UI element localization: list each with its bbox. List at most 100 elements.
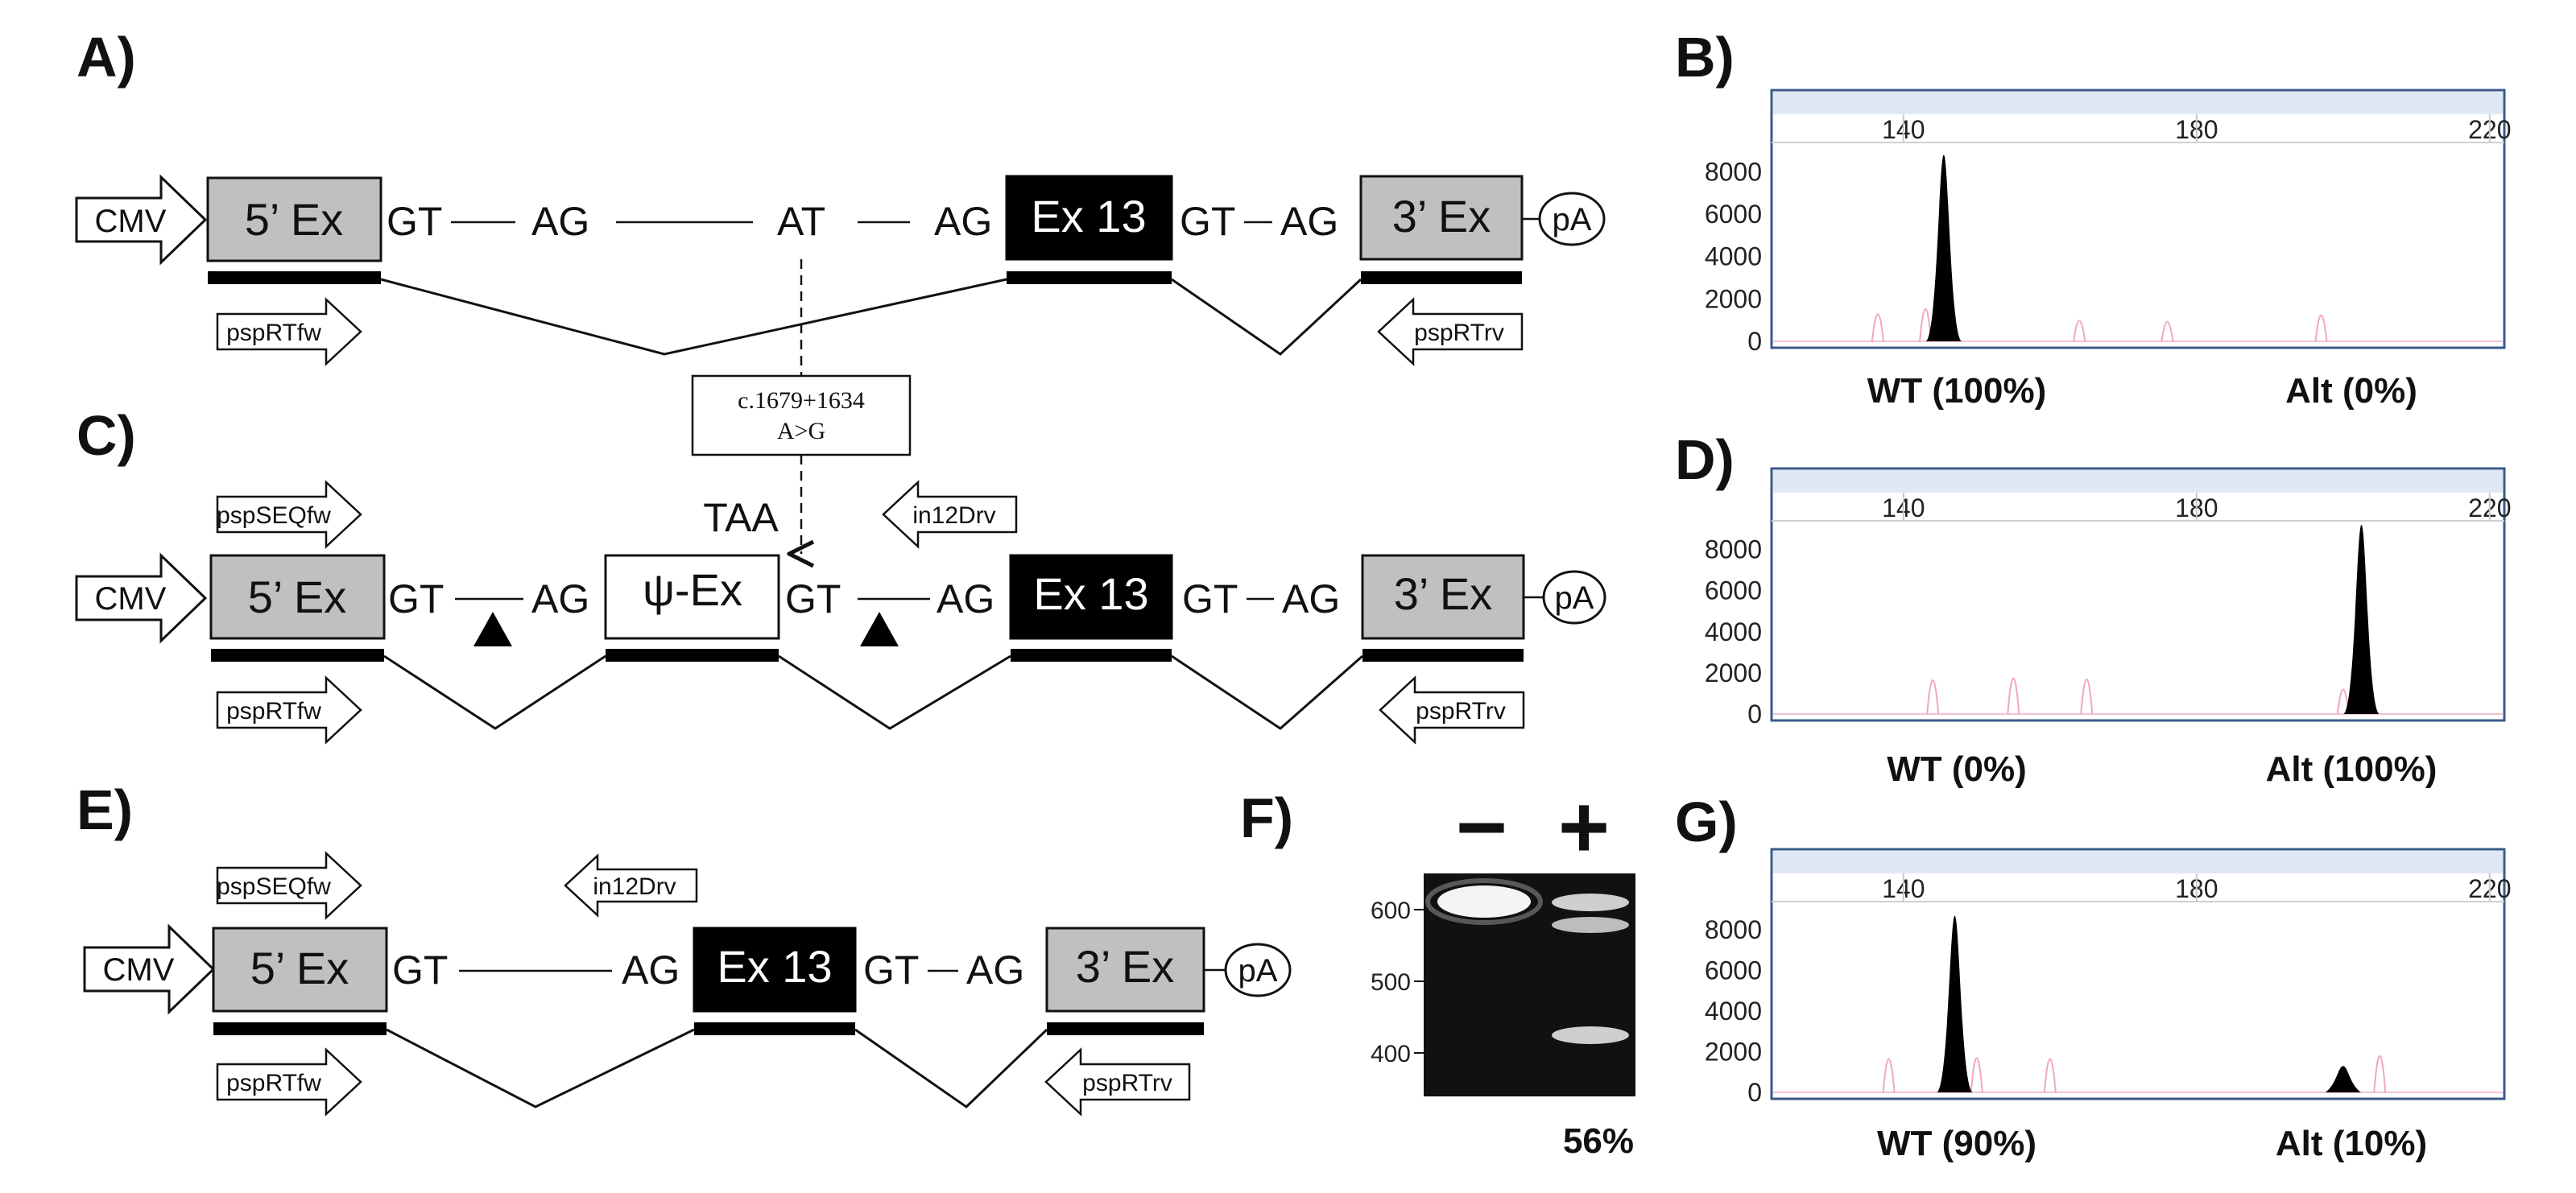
splice-gt: GT [387,199,442,244]
polya-label: pA [1555,580,1594,616]
major-peak [1925,155,1962,341]
exon-5prime [206,176,382,262]
exon-bar [606,649,779,662]
splice-gt: GT [388,576,444,621]
deletion-triangle [473,612,512,646]
exon-bar [1011,649,1172,662]
alt-caption: Alt (10%) [2276,1124,2427,1163]
primer-in12-label: in12Drv [593,873,676,900]
exon-13-label: Ex 13 [717,941,832,992]
primer-reverse-arrow [1044,1047,1191,1117]
construct-e: pspSEQfw in12Drv CMV 5’ Ex GT AG Ex 13 G… [83,851,1292,1117]
splice-junction-line [778,654,1011,730]
y-tick-label: 2000 [1705,1038,1762,1067]
cmv-promoter-arrow [83,923,216,1015]
cmv-promoter-arrow [75,552,208,644]
exon-3prime-label: 3’ Ex [1392,191,1491,241]
y-tick-label: 0 [1747,700,1762,729]
exon-bar [1362,649,1524,662]
splice-gt: GT [863,947,919,993]
minor-peak [2043,1058,2057,1093]
y-tick-label: 8000 [1705,915,1762,944]
chart-header-band [1773,470,2503,493]
mutation-name: c.1679+1634 [738,387,865,414]
gel-band-600 [1437,885,1531,918]
gel-minus-label: − [1456,778,1507,877]
exon-13 [1009,554,1173,640]
y-tick-label: 4000 [1705,997,1762,1026]
y-tick-label: 8000 [1705,157,1762,186]
splice-junction-line [1171,654,1363,730]
chart-frame [1770,848,2506,1100]
exon-bar [1361,271,1522,284]
cmv-promoter-arrow [75,174,208,266]
intronic-at: AT [777,199,825,244]
y-tick-label: 6000 [1705,576,1762,605]
exon-bar [208,271,381,284]
splice-gt: GT [392,947,448,993]
minor-peak [1919,308,1933,342]
gel-panel: − + 600 500 400 56% [1371,778,1635,1161]
polya-label: pA [1238,953,1278,989]
primer-forward-arrow [216,675,362,745]
minor-peak [1882,1058,1896,1093]
ladder-500: 500 [1371,969,1411,996]
alt-caption: Alt (0%) [2285,371,2417,411]
exon-bar [1047,1022,1204,1035]
cmv-label: CMV [95,581,167,617]
exon-5prime [212,927,388,1013]
alt-caption: Alt (100%) [2266,749,2437,789]
panel-label-a: A) [76,26,136,89]
construct-c: pspSEQfw TAA in12Drv CMV 5’ Ex GT AG ψ-E… [75,480,1606,745]
panel-label-b: B) [1675,26,1735,89]
exon-13-label: Ex 13 [1033,568,1148,619]
primer-seqfw-label: pspSEQfw [217,873,331,900]
primer-rtfw-label: pspRTfw [226,1070,321,1096]
primer-rtfw-label: pspRTfw [226,320,321,346]
primer-forward-arrow [216,1047,362,1117]
gel-band-full [1552,894,1629,911]
splice-gt: GT [1180,199,1235,244]
y-tick-label: 0 [1747,1078,1762,1107]
splice-ag: AG [937,576,994,621]
primer-reverse-arrow [1377,297,1524,366]
primer-reverse-arrow [564,853,698,918]
construct-a: CMV 5’ Ex GT AG AT AG Ex 13 GT AG 3’ Ex … [75,174,1606,366]
exon-bar [213,1022,387,1035]
minor-peak [1926,679,1940,715]
wt-caption: WT (0%) [1887,749,2027,789]
major-peak [1937,915,1973,1092]
minor-peak [2073,320,2086,342]
chart-frame [1770,467,2506,722]
primer-reverse-arrow [1379,675,1525,745]
exon-3prime [1361,554,1525,640]
splice-ag: AG [622,947,680,993]
major-peak [2343,524,2380,714]
minor-peak [1970,1057,1983,1093]
wt-caption: WT (90%) [1877,1124,2036,1163]
primer-reverse-arrow [882,480,1018,549]
gel-band-upper [1552,917,1629,933]
primer-forward-arrow [216,851,362,920]
y-tick-label: 2000 [1705,284,1762,313]
gel-percent: 56% [1563,1121,1634,1161]
polya-label: pA [1553,202,1592,237]
ladder-600: 600 [1371,898,1411,924]
mutation-change: A>G [777,418,825,444]
exon-3prime [1359,175,1524,261]
cmv-label: CMV [103,952,175,988]
exon-3prime-label: 3’ Ex [1076,941,1174,992]
splice-gt: GT [785,576,841,621]
splice-gt: GT [1182,576,1238,621]
minor-peak [2160,320,2174,342]
primer-forward-arrow [216,480,362,549]
primer-in12-label: in12Drv [912,502,995,529]
mutation-box [691,374,912,456]
panel-label-e: E) [76,778,133,841]
y-tick-label: 6000 [1705,956,1762,985]
wt-caption: WT (100%) [1867,371,2046,411]
ladder-400: 400 [1371,1041,1411,1067]
pseudo-exon-label: ψ-Ex [643,564,742,615]
y-tick-label: 4000 [1705,617,1762,646]
